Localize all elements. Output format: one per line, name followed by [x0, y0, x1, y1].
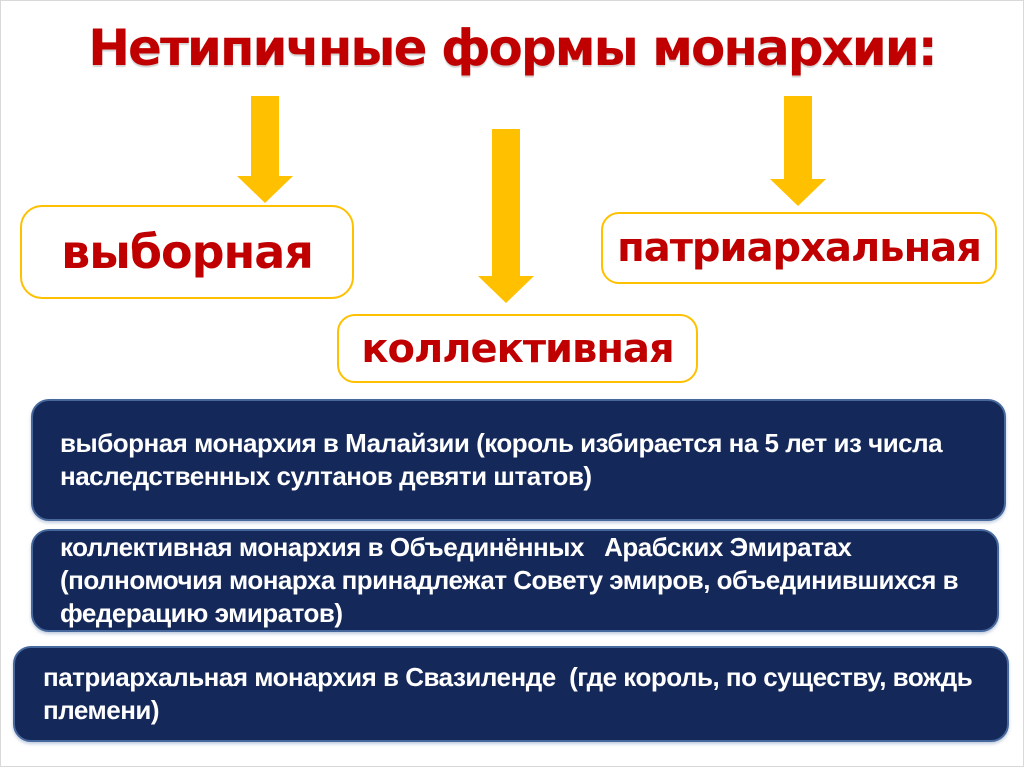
description-line: племени)	[43, 695, 160, 725]
down-arrow-shaft	[784, 96, 812, 180]
label-elective-text: выборная	[61, 225, 314, 279]
down-arrow-head	[770, 179, 826, 206]
description-box-collective-monarchy: коллективная монархия в Объединённых Ара…	[31, 529, 999, 632]
down-arrow-icon-elective	[237, 96, 293, 203]
label-box-collective: коллективная	[337, 314, 698, 383]
description-box-elective-monarchy: выборная монархия в Малайзии (король изб…	[31, 399, 1006, 521]
description-line: наследственных султанов девяти штатов)	[60, 461, 592, 491]
down-arrow-icon-patriarchal	[770, 96, 826, 206]
down-arrow-shaft	[492, 129, 520, 277]
down-arrow-head	[237, 176, 293, 203]
description-line: патриархальная монархия в Свазиленде (гд…	[43, 662, 973, 692]
description-line: (полномочия монарха принадлежат Совету э…	[60, 565, 959, 595]
description-box-patriarchal-monarchy: патриархальная монархия в Свазиленде (гд…	[13, 646, 1009, 742]
label-box-elective: выборная	[20, 205, 354, 299]
label-patriarchal-text: патриархальная	[617, 225, 982, 271]
description-line: федерацию эмиратов)	[60, 598, 343, 628]
down-arrow-icon-collective	[478, 129, 534, 303]
description-line: коллективная монархия в Объединённых Ара…	[60, 532, 852, 562]
description-line: выборная монархия в Малайзии (король изб…	[60, 428, 943, 458]
slide-title: Нетипичные формы монархии:	[88, 19, 938, 77]
down-arrow-shaft	[251, 96, 279, 177]
label-box-patriarchal: патриархальная	[601, 212, 997, 284]
down-arrow-head	[478, 276, 534, 303]
label-collective-text: коллективная	[361, 325, 674, 372]
